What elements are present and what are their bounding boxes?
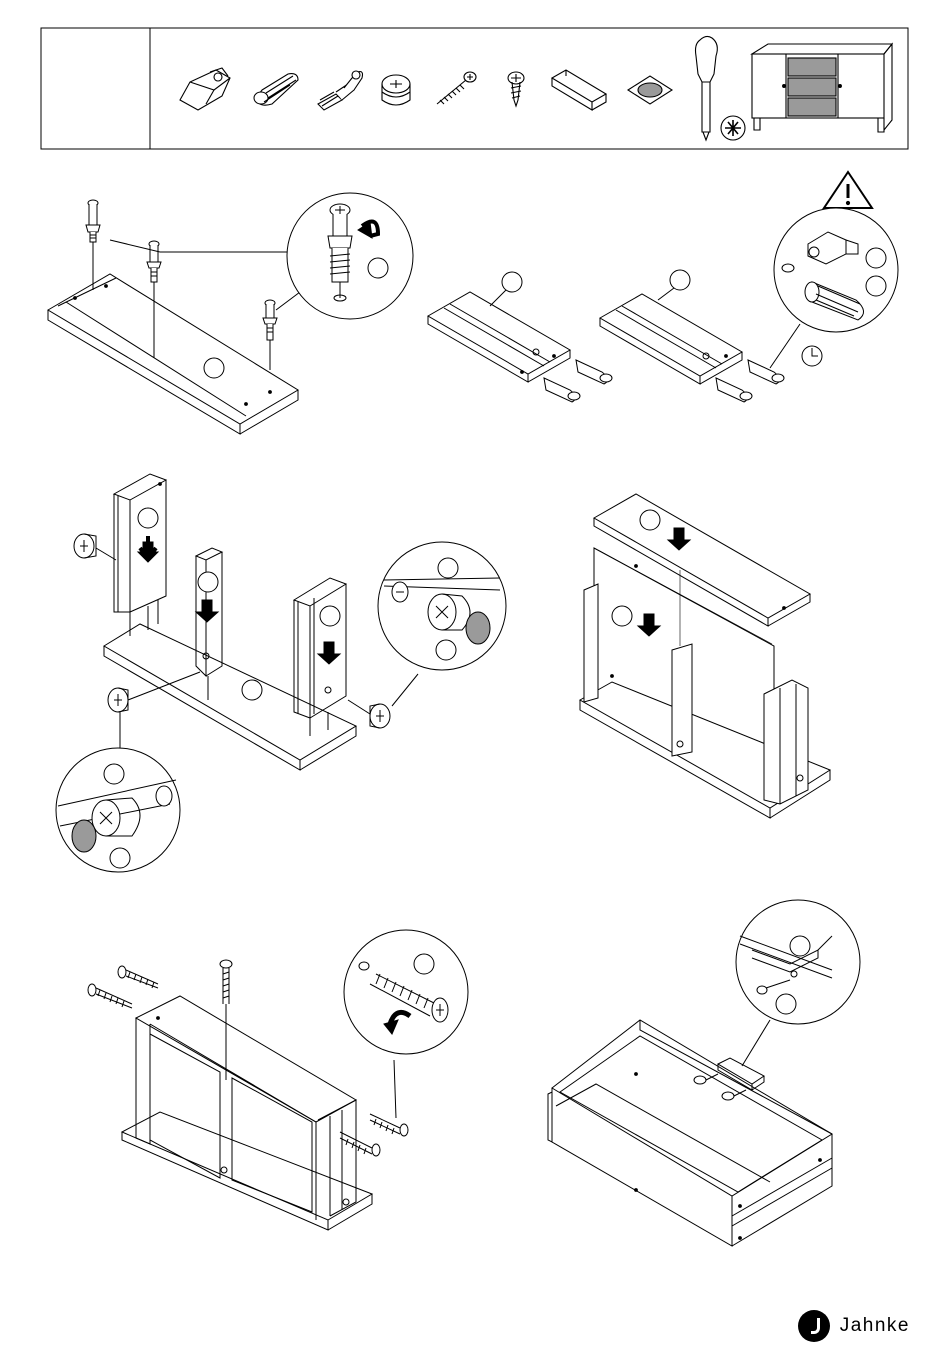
- warning-icon: [824, 172, 872, 208]
- screwdriver-icon: [696, 36, 746, 140]
- step-4-top-back: [580, 494, 830, 818]
- long-screw-icon: [437, 72, 476, 104]
- step-3-uprights: [56, 474, 506, 872]
- brand-logo-area: Jahnke: [798, 1310, 910, 1342]
- wooden-dowel-icon: [254, 74, 298, 106]
- cam-lock-icon: [382, 75, 410, 105]
- long-screw-icon: [370, 1114, 408, 1136]
- metal-bracket-icon: [552, 70, 606, 110]
- cam-lock-icon: [74, 534, 116, 560]
- felt-pad-icon: [628, 76, 672, 104]
- brand-name: Jahnke: [840, 1315, 910, 1337]
- cam-lock-icon: [348, 700, 390, 728]
- brand-logo-icon: [798, 1310, 830, 1342]
- long-screw-icon: [340, 1132, 380, 1156]
- short-screw-icon: [508, 72, 524, 106]
- step-2-dowels: [428, 172, 898, 402]
- step-5-screws: [88, 930, 468, 1230]
- cam-bolt-icon: [86, 200, 100, 290]
- step-6-drawer: [548, 900, 860, 1246]
- step-1-cam-bolts: [48, 193, 413, 434]
- sideboard-icon: [752, 44, 892, 132]
- long-screw-icon: [88, 984, 132, 1008]
- long-screw-icon: [118, 966, 158, 988]
- cam-bolt-icon: [263, 300, 277, 370]
- furniture-connector-icon: [180, 68, 230, 110]
- cam-bolt-icon: [318, 71, 363, 110]
